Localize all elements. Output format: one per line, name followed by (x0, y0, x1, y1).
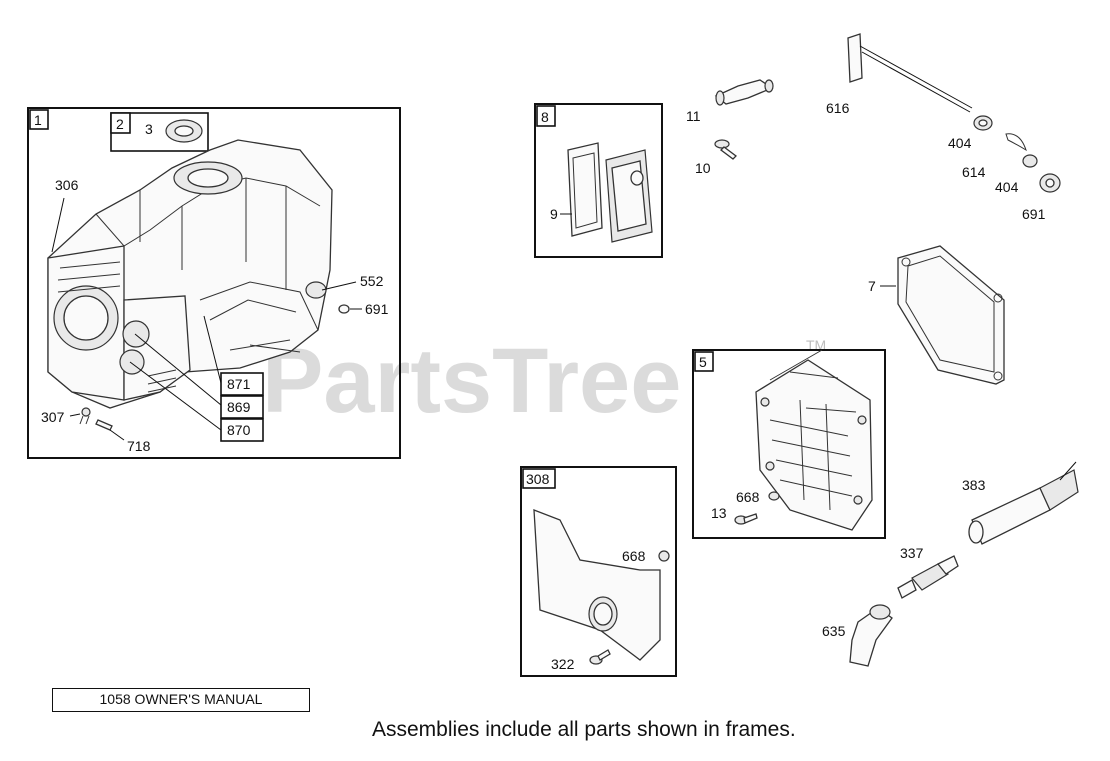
screw-322-part (589, 649, 611, 665)
frame-308-baffle: 308 668 322 (520, 466, 677, 677)
watermark: PartsTree (262, 330, 681, 432)
owners-manual-label: 1058 OWNER'S MANUAL (52, 688, 310, 712)
washer-404-second-part (1022, 154, 1038, 168)
governor-shaft-part (847, 33, 973, 113)
spark-plug-wrench-part (968, 461, 1079, 545)
frame-5-cylinder-head: 5 668 13 (692, 349, 886, 539)
callout-616: 616 (826, 100, 850, 116)
callout-11: 11 (686, 108, 701, 124)
callout-404-first: 404 (948, 135, 972, 151)
callout-635: 635 (822, 623, 846, 639)
callout-718: 718 (127, 438, 151, 454)
frame-8-gasket: 8 9 (534, 103, 663, 258)
callout-337: 337 (900, 545, 924, 561)
callout-404-second: 404 (995, 179, 1019, 195)
screw-10-part (714, 139, 737, 160)
callout-307: 307 (41, 409, 65, 425)
callout-322: 322 (551, 656, 575, 672)
callout-668-baffle: 668 (622, 548, 646, 564)
callout-691-right: 691 (1022, 206, 1046, 222)
callout-306: 306 (55, 177, 79, 193)
oil-seal-part (165, 119, 203, 143)
crankcase-illustration (47, 139, 350, 409)
loose-parts-top: 11 10 616 404 614 404 69 (686, 33, 1061, 222)
screw-307-part (79, 407, 91, 425)
assemblies-footnote: Assemblies include all parts shown in fr… (372, 718, 796, 741)
callout-870: 870 (227, 422, 251, 438)
washer-691-part (1039, 173, 1061, 193)
clip-614-part (1005, 133, 1027, 152)
frame-1-engine-block: 1 2 3 (27, 107, 401, 459)
washer-668-part (768, 491, 780, 501)
callout-871: 871 (227, 376, 251, 392)
spark-plug-boot-part (849, 604, 893, 667)
callout-691-left: 691 (365, 301, 389, 317)
pin-718-part (95, 419, 113, 431)
frame-number-1: 1 (34, 112, 42, 128)
callout-7: 7 (868, 278, 876, 294)
callout-614: 614 (962, 164, 986, 180)
callout-552: 552 (360, 273, 384, 289)
callout-13: 13 (711, 505, 727, 521)
breather-tube-part (714, 79, 774, 105)
spark-plug-part (897, 555, 959, 599)
frame-number-8: 8 (541, 109, 549, 125)
callout-383: 383 (962, 477, 986, 493)
frame-number-308: 308 (526, 471, 550, 487)
frame-number-2: 2 (116, 116, 124, 132)
callout-869: 869 (227, 399, 251, 415)
callout-9: 9 (550, 206, 558, 222)
callout-3: 3 (145, 121, 153, 137)
screw-13-part (734, 513, 758, 525)
callout-10: 10 (695, 160, 711, 176)
head-gasket-part (897, 245, 1005, 385)
callout-668-head: 668 (736, 489, 760, 505)
frame-number-5: 5 (699, 354, 707, 370)
washer-668-baffle-part (658, 550, 670, 562)
washer-404-part (973, 115, 993, 131)
